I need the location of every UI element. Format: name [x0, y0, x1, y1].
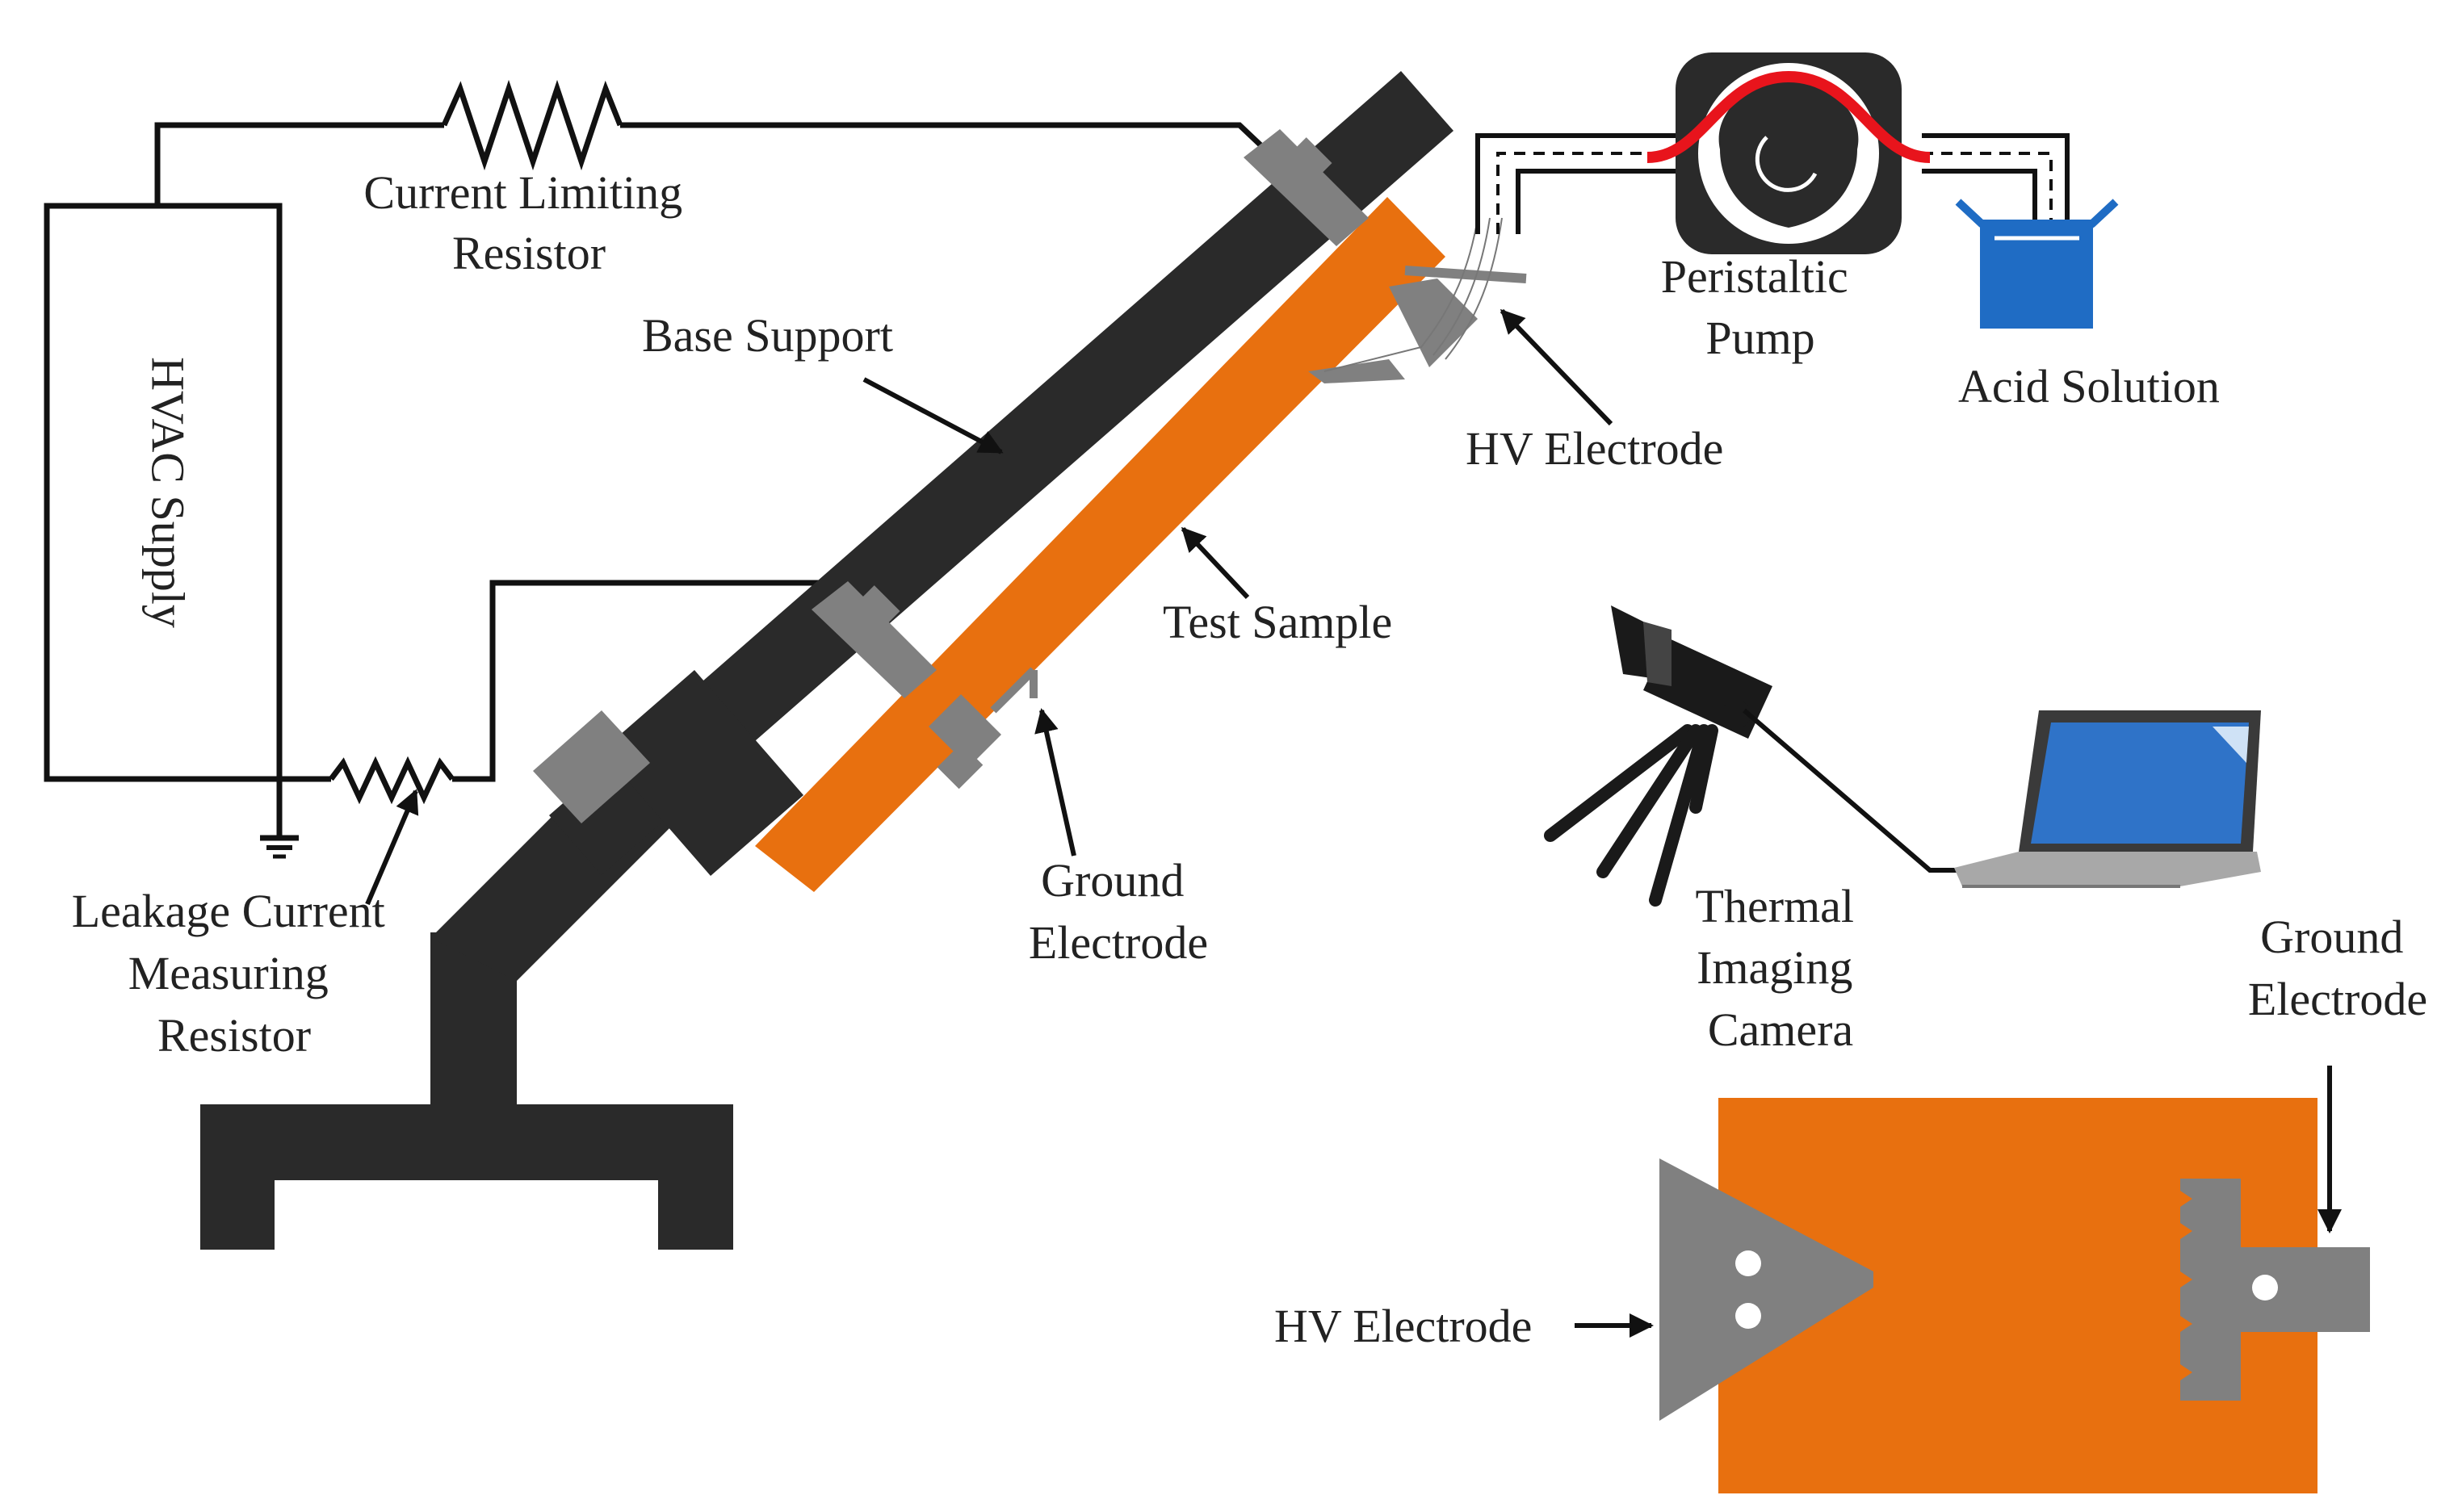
current-limiting-resistor-label: Current Limiting Resistor: [363, 166, 694, 279]
tripod: [1544, 724, 1718, 907]
acid-solution-beaker: [1955, 199, 2119, 329]
labels: Current Limiting Resistor Base Support P…: [72, 166, 2427, 1352]
hvac-supply-label: HVAC Supply: [142, 357, 195, 628]
pump-rotor-icon: [1755, 136, 1818, 192]
test-sample: [755, 197, 1445, 892]
sample-plan-view: [1659, 1098, 2370, 1493]
thermal-imaging-camera-label: Thermal Imaging Camera: [1696, 880, 1866, 1056]
base-support-stand: [200, 71, 1453, 1250]
hvac-supply: HVAC Supply: [44, 203, 283, 782]
drip-lines: [1323, 217, 1503, 372]
laptop-icon: [1954, 710, 2261, 888]
circuit-wires: [154, 79, 1272, 859]
peristaltic-pump-label: Peristaltic Pump: [1661, 250, 1860, 364]
ground-electrode-left-label: Ground Electrode: [1029, 854, 1208, 969]
callout-arrows: [365, 308, 2342, 1338]
acid-solution-label: Acid Solution: [1958, 360, 2220, 413]
camera-cable: [1743, 708, 1962, 873]
base-support-label: Base Support: [642, 309, 893, 362]
hv-electrode-plan: [1659, 1158, 1873, 1421]
hv-electrode-bottom-label: HV Electrode: [1274, 1300, 1532, 1352]
peristaltic-pump: [1646, 52, 1931, 254]
thermal-camera-icon: [1611, 605, 1772, 739]
leakage-measuring-resistor: [329, 756, 455, 805]
tubing: [1475, 133, 2070, 234]
clamps: [533, 129, 1527, 823]
current-limiting-resistor: [441, 79, 623, 171]
hv-electrode-top-label: HV Electrode: [1466, 422, 1723, 475]
test-sample-label: Test Sample: [1163, 596, 1392, 648]
leakage-current-resistor-label: Leakage Current Measuring Resistor: [72, 885, 397, 1062]
ground-electrode-plan: [2180, 1179, 2370, 1401]
ground-electrode-right-label: Ground Electrode: [2248, 911, 2427, 1025]
ground-symbol-icon: [260, 779, 299, 859]
